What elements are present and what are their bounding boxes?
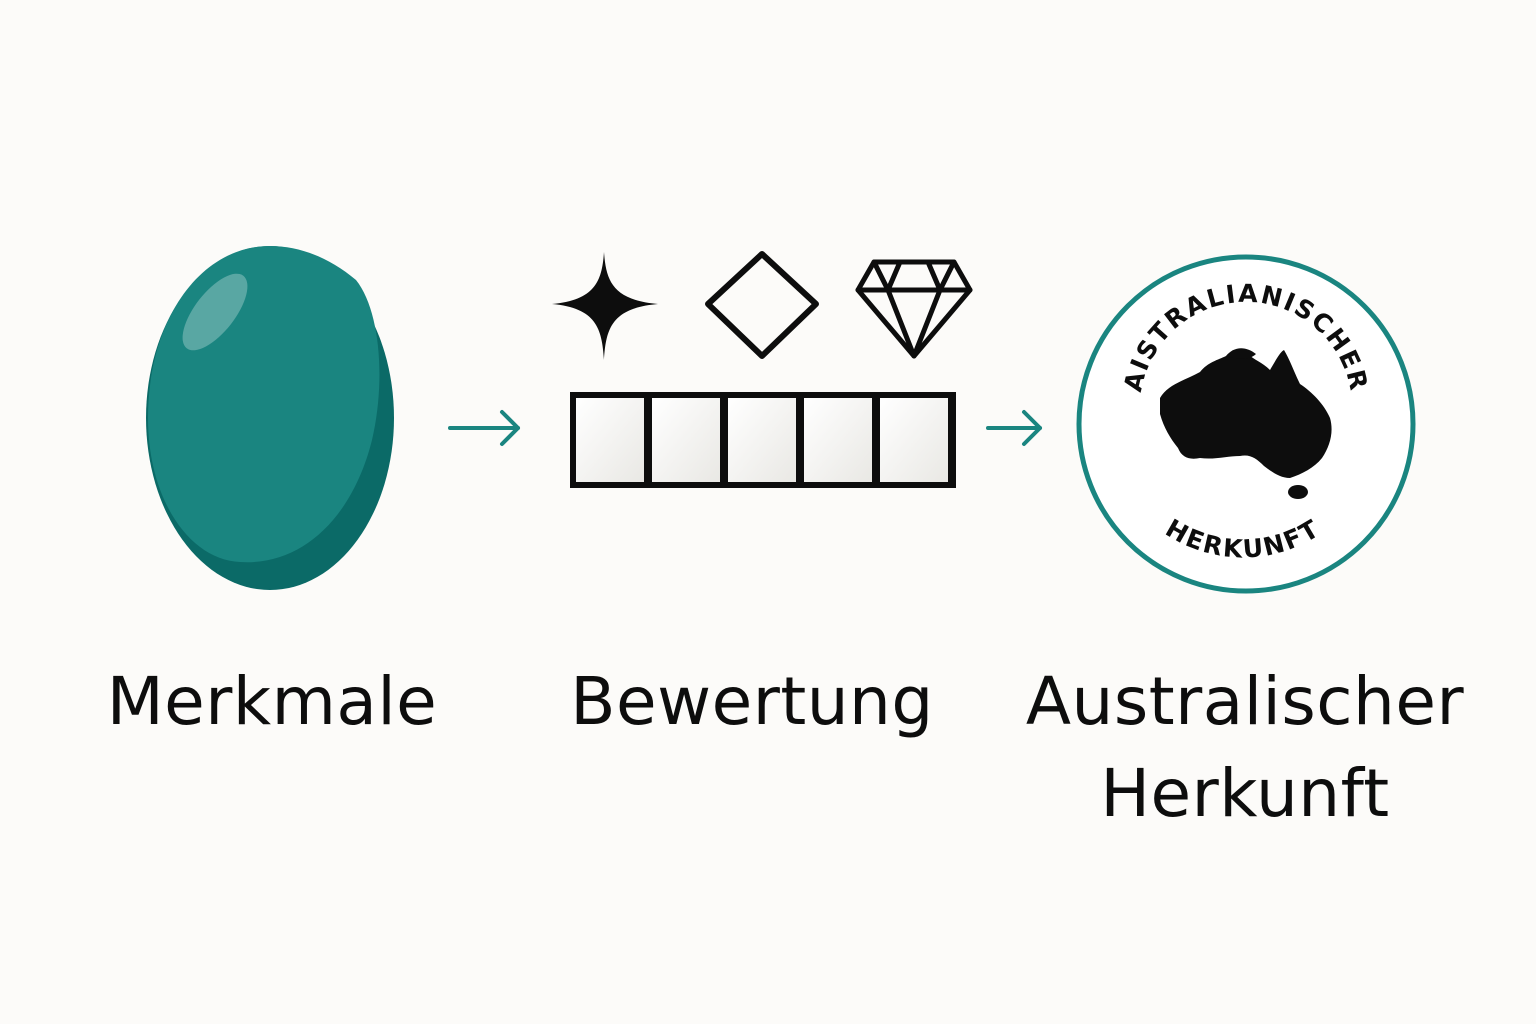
step-label-origin: Australischer Herkunft xyxy=(1000,656,1490,840)
arrow-right-icon xyxy=(448,410,520,446)
step-label-bewertung: Bewertung xyxy=(570,663,934,740)
sparkle-icon xyxy=(552,252,658,360)
diamond-outline-icon xyxy=(705,251,819,359)
arrow-right-icon xyxy=(986,410,1042,446)
step-label-origin-line2: Herkunft xyxy=(1100,755,1390,832)
step-label-merkmale: Merkmale xyxy=(106,663,438,740)
australia-map-icon xyxy=(1160,348,1332,499)
step-label-origin-line1: Australischer xyxy=(1025,663,1465,740)
gemstone-icon xyxy=(146,246,394,590)
origin-seal: AISTRALIANISCHER HERKUNFT xyxy=(1076,254,1416,594)
cut-diamond-icon xyxy=(855,259,973,359)
grading-scale xyxy=(570,392,956,488)
